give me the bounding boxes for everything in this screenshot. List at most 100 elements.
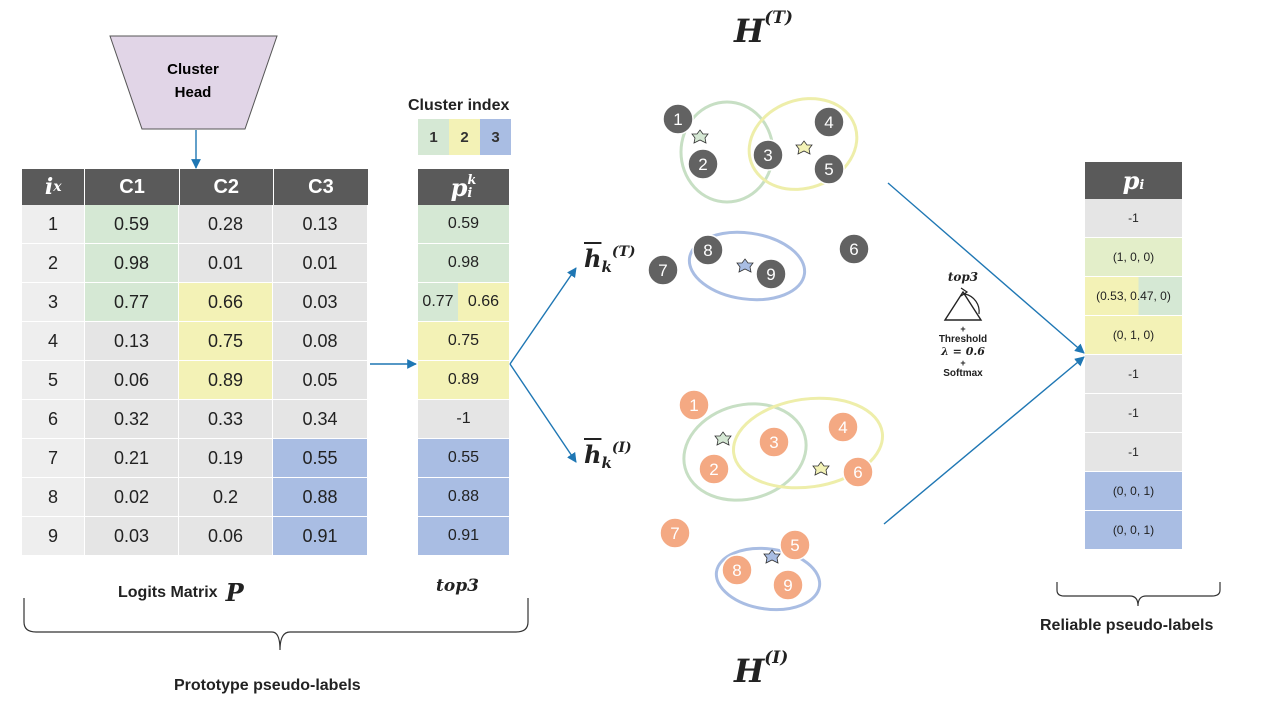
image-node-4: 4 [827, 411, 859, 443]
logit-cell: 0.02 [85, 478, 179, 517]
image-prototype-1-star [714, 431, 732, 446]
pi-cell: -1 [1085, 199, 1182, 238]
pi-cell: -1 [1085, 355, 1182, 394]
svg-text:6: 6 [849, 240, 858, 259]
logit-cell: 0.08 [273, 322, 368, 361]
text-node-7: 7 [647, 254, 679, 286]
image-node-3: 3 [758, 426, 790, 458]
logit-cell: 0.13 [273, 205, 368, 244]
top3-cell: 0.88 [418, 478, 509, 516]
svg-text:7: 7 [670, 524, 679, 543]
image-prototype-2-star [812, 461, 830, 476]
top3-cell: -1 [418, 400, 509, 438]
triangle-symbol [943, 287, 983, 321]
logit-cell: 0.13 [85, 322, 179, 361]
svg-text:9: 9 [766, 265, 775, 284]
top3-row: 0.98 [418, 244, 509, 283]
pi-cell: -1 [1085, 433, 1182, 472]
logits-caption: Logits Matrix P [118, 578, 244, 607]
svg-text:4: 4 [824, 113, 833, 132]
logits-header-c3: C3 [308, 175, 334, 198]
text-node-8: 8 [692, 234, 724, 266]
top3-row: 0.88 [418, 478, 509, 517]
row-index-cell: 6 [22, 400, 85, 439]
operation-plus-2: + [960, 358, 966, 368]
operation-lambda: λ = 0.6 [941, 345, 985, 358]
cluster-index-2: 2 [449, 119, 480, 155]
text-node-4: 4 [813, 106, 845, 138]
cluster-index-title: Cluster index [408, 97, 510, 114]
logit-cell: 0.89 [179, 361, 273, 400]
top3-cell: 0.98 [418, 244, 509, 282]
logit-cell: 0.03 [85, 517, 179, 556]
logit-cell: 0.55 [273, 439, 368, 478]
text-prototype-3-star [736, 258, 754, 273]
operation-softmax: Softmax [943, 368, 983, 379]
reliable-brace [1056, 582, 1221, 607]
logit-cell: 0.06 [85, 361, 179, 400]
logits-header-c1: C1 [85, 169, 180, 205]
logit-cell: 0.33 [179, 400, 273, 439]
reliable-pseudo-labels-label: Reliable pseudo-labels [1040, 617, 1214, 634]
svg-text:8: 8 [703, 241, 712, 260]
image-cluster-1-ellipse [682, 402, 808, 502]
cluster-head-shape: Cluster Head [109, 35, 278, 130]
logit-cell: 0.59 [85, 205, 179, 244]
logit-cell: 0.77 [85, 283, 179, 322]
top3-cell: 0.91 [418, 517, 509, 555]
row-index-cell: 1 [22, 205, 85, 244]
logit-cell: 0.32 [85, 400, 179, 439]
image-node-6: 6 [842, 456, 874, 488]
h-image-label: H(I) [734, 648, 789, 690]
top3-cell: 0.77 [418, 283, 458, 321]
logits-caption-symbol: P [225, 578, 244, 607]
pi-cell: (0, 0, 1) [1085, 511, 1182, 550]
text-cluster-3-ellipse [687, 230, 807, 302]
svg-text:9: 9 [783, 576, 792, 595]
logit-cell: 0.66 [179, 283, 273, 322]
logit-cell: 0.75 [179, 322, 273, 361]
cluster-head-label-2: Head [175, 84, 212, 101]
arrow-top3-to-hbar-image [509, 363, 577, 463]
image-node-1: 1 [678, 389, 710, 421]
operation-top3: top3 [947, 270, 979, 284]
row-index-cell: 3 [22, 283, 85, 322]
top3-row: -1 [418, 400, 509, 439]
pi-cell: (1, 0, 0) [1085, 238, 1182, 277]
logit-cell: 0.28 [179, 205, 273, 244]
row-index-cell: 5 [22, 361, 85, 400]
pi-cell: -1 [1085, 394, 1182, 433]
cluster-index-legend: 1 2 3 [418, 119, 511, 155]
image-node-9: 9 [772, 569, 804, 601]
h-text-label: H(T) [734, 8, 793, 50]
top3-row: 0.89 [418, 361, 509, 400]
top3-caption: top3 [436, 576, 479, 596]
top3-cell: 0.59 [418, 205, 509, 243]
cluster-index-1: 1 [418, 119, 449, 155]
top3-cell: 0.75 [418, 322, 509, 360]
pi-body: -1(1, 0, 0)(0.53, 0.47, 0)(0, 1, 0)-1-1-… [1085, 199, 1182, 550]
top3-row: 0.59 [418, 205, 509, 244]
logit-cell: 0.91 [273, 517, 368, 556]
svg-text:5: 5 [824, 160, 833, 179]
arrow-top3-to-hbar-text [509, 267, 577, 365]
cluster-index-3: 3 [480, 119, 511, 155]
top3-row: 0.91 [418, 517, 509, 556]
